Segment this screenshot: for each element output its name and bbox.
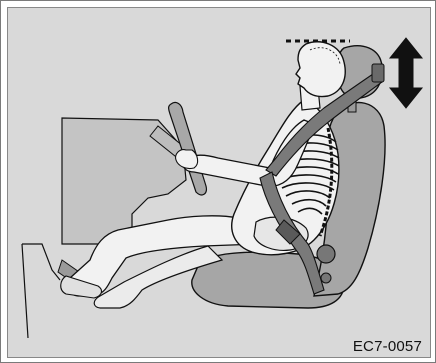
seated-occupant-illustration [8, 8, 431, 358]
seat-belt-anchor [372, 64, 384, 82]
floor-outline [22, 244, 60, 338]
figure-caption: EC7-0057 [353, 338, 422, 355]
occupant-head [296, 42, 345, 97]
seat-lever-knob [321, 273, 331, 283]
double-vertical-arrow-icon [390, 38, 422, 108]
seat-recline-knob [317, 245, 335, 263]
illustration-panel: EC7-0057 [7, 7, 431, 358]
